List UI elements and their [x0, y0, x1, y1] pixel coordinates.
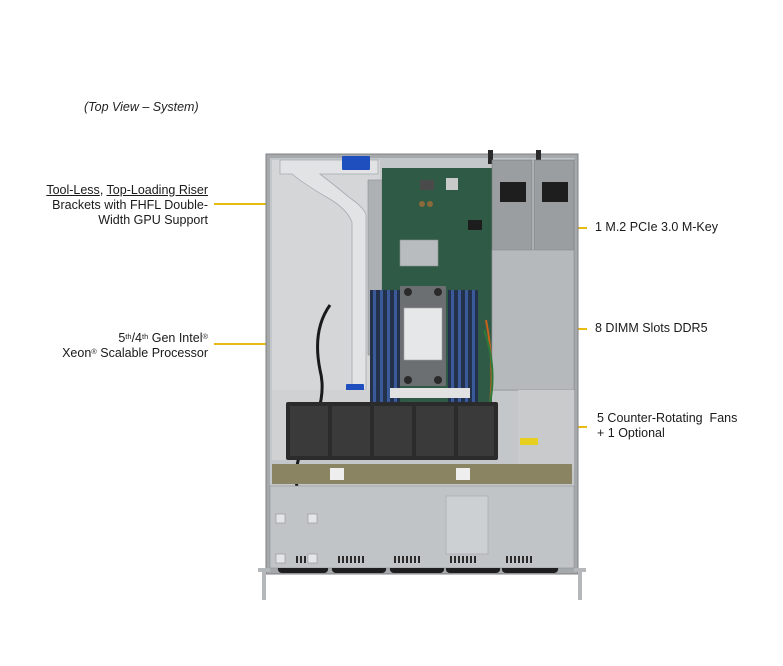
cpu-scalable-text: Scalable Processor — [96, 346, 208, 360]
m2-connector — [468, 220, 482, 230]
front-cover — [258, 485, 586, 600]
figure-caption: (Top View – System) — [84, 100, 199, 114]
callout-fans-label: 5 Counter-Rotating Fans + 1 Optional — [597, 411, 737, 441]
fans-line2: + 1 Optional — [597, 426, 665, 440]
cpu-sup-th2: th — [142, 332, 149, 341]
cpu-sup-th1: th — [125, 332, 132, 341]
cpu-intel-text: Gen Intel — [148, 331, 203, 345]
callout-riser-label: Tool-Less, Top-Loading Riser Brackets wi… — [36, 183, 208, 228]
cpu-gen-b: /4 — [131, 331, 142, 345]
riser-line3: Width GPU Support — [98, 213, 208, 227]
callout-m2-label: 1 M.2 PCIe 3.0 M-Key — [595, 220, 718, 234]
riser-toolless-text: Tool-Less — [46, 183, 100, 197]
cpu-xeon-text: Xeon — [62, 346, 92, 360]
power-supplies — [488, 150, 575, 470]
server-top-view-image — [250, 140, 595, 605]
callout-cpu-label: 5th/4th Gen Intel® Xeon® Scalable Proces… — [36, 331, 208, 361]
chipset-heatsink — [399, 239, 439, 267]
fan-3 — [374, 406, 412, 456]
cpu-socket — [390, 286, 470, 398]
fan-5 — [458, 406, 494, 456]
riser-toploading-text: Top-Loading Riser — [106, 183, 208, 197]
cpu-registered-2: ® — [91, 347, 97, 356]
fan-4 — [416, 406, 454, 456]
fan-bank — [286, 402, 498, 460]
riser-separator: , — [99, 183, 107, 197]
fan-1 — [290, 406, 328, 456]
fans-line1: 5 Counter-Rotating Fans — [597, 411, 738, 425]
riser-line2: Brackets with FHFL Double- — [52, 198, 208, 212]
cpu-registered-1: ® — [202, 332, 208, 341]
cpu-gen-a: 5 — [118, 331, 126, 345]
fan-2 — [332, 406, 370, 456]
callout-dimm-label: 8 DIMM Slots DDR5 — [595, 321, 708, 335]
